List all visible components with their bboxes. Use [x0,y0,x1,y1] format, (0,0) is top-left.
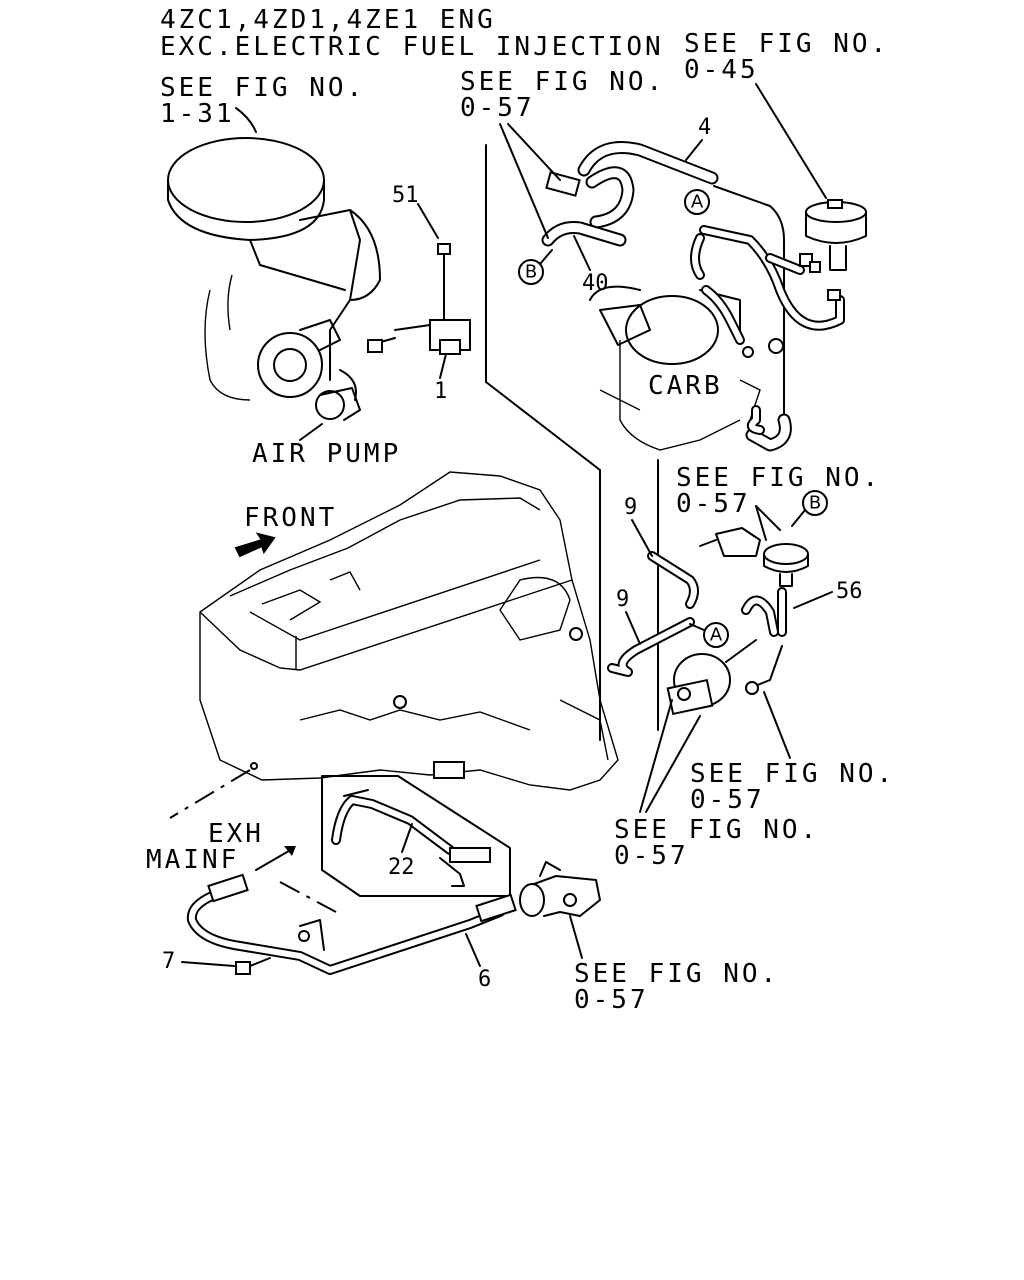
part-number-7: 7 [162,949,175,974]
carburetor [589,285,784,451]
air-injection-pipe-6 [186,873,517,975]
leader-0-57-bottom [569,915,583,959]
leader-air-pump [299,423,323,441]
leader-9-upper [631,519,653,557]
ref-fig-0-57-bottom-num: 0-57 [574,985,649,1015]
leader-0-57-right-a [755,505,781,531]
section-boundary-left [485,144,601,471]
section-boundary-right [713,185,785,421]
bolt-51 [437,243,451,269]
leader-callout-a-mid [689,623,705,631]
label-exh: EXH [208,819,264,849]
callout-b-right: B [802,490,828,516]
hose-56 [741,587,787,637]
leader-0-45 [755,83,827,199]
leader-56 [793,591,833,609]
leader-40 [573,235,591,271]
ref-fig-0-57-right-title: SEE FIG NO. [676,463,881,493]
leader-0-57-low-a [639,699,673,813]
front-arrow-icon [234,532,276,558]
leader-0-57-mid [763,691,791,759]
header-exclusion: EXC.ELECTRIC FUEL INJECTION [160,32,664,62]
ref-fig-0-57-top-title: SEE FIG NO. [460,67,665,97]
ref-fig-0-57-low-num: 0-57 [614,841,689,871]
leader-4 [685,139,703,161]
ref-fig-0-45-num: 0-45 [684,55,759,85]
bracket-leader [279,881,337,913]
inset-part-22 [321,775,511,897]
callout-a-mid: A [703,622,729,648]
hose-9-upper [647,551,699,609]
label-air-pump: AIR PUMP [252,439,401,469]
ref-fig-0-57-low-title: SEE FIG NO. [614,815,819,845]
label-mainf: MAINF [146,845,239,875]
leader-51 [417,203,439,239]
ref-fig-0-45-title: SEE FIG NO. [684,29,889,59]
engine-upper-block [204,209,381,421]
leader-0-57-top-b [507,123,561,181]
part-number-6: 6 [478,967,491,992]
ref-fig-0-57-mid-title: SEE FIG NO. [690,759,895,789]
leader-22 [401,823,413,853]
part-number-9-lower: 9 [616,587,629,612]
leader-1-31 [235,107,257,133]
part-number-40: 40 [582,271,609,296]
leader-0-57-right-b [755,505,767,541]
vacuum-hose-a [690,225,845,345]
ref-fig-0-57-right-num: 0-57 [676,489,751,519]
ref-fig-0-57-top-num: 0-57 [460,93,535,123]
part-number-1: 1 [434,379,447,404]
svg-text:B: B [525,262,537,283]
engine-block [199,471,619,791]
air-switching-valve [519,861,601,917]
air-cleaner [167,137,361,301]
hose-4 [577,141,719,229]
leader-0-57-top-a [499,123,549,239]
leader-9-lower [625,611,641,645]
part-number-9-upper: 9 [624,495,637,520]
svg-text:A: A [710,625,723,646]
hose-40 [541,171,627,247]
leader-0-57-low-b [645,715,701,813]
vacuum-switching-valve-1 [367,267,471,355]
mainf-arrow-icon [284,846,296,856]
leader-callout-b-top [539,249,553,265]
part-number-56: 56 [836,579,863,604]
part-number-4: 4 [698,115,711,140]
mainf-arrow-line [255,847,295,871]
callout-b-top: B [518,259,544,285]
svg-text:A: A [691,192,704,213]
leader-7 [181,961,235,967]
bolt-7 [235,957,271,975]
ref-fig-0-57-mid-num: 0-57 [690,785,765,815]
svg-text:B: B [809,493,821,514]
exh-manifold-leader [169,769,251,819]
egr-valve [666,639,783,716]
label-front: FRONT [244,503,337,533]
check-valve-b [699,527,809,587]
header-engine-codes: 4ZC1,4ZD1,4ZE1 ENG [160,5,496,35]
leader-6 [465,933,481,967]
part-number-51: 51 [392,183,419,208]
ref-fig-1-31-num: 1-31 [160,99,235,129]
hose-9-lower [607,617,695,677]
ref-fig-1-31-title: SEE FIG NO. [160,73,365,103]
callout-a-top: A [684,189,710,215]
leader-1 [439,353,447,379]
diaphragm-valve [799,199,867,301]
carb-lower-hose [745,405,792,452]
leader-callout-b-right [791,509,806,527]
label-carb: CARB [648,371,723,401]
ref-fig-0-57-bottom-title: SEE FIG NO. [574,959,779,989]
part-number-22: 22 [388,855,415,880]
